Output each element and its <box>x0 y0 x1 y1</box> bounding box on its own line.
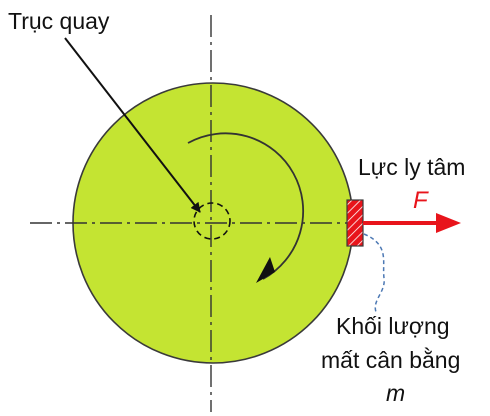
unbalanced-mass-label-line2: mất cân bằng <box>321 347 461 373</box>
rotation-direction-arrow <box>187 132 304 280</box>
rotation-arrowhead <box>256 257 275 283</box>
mass-symbol: m <box>386 380 406 406</box>
shaft-label: Trục quay <box>8 8 110 34</box>
unbalanced-mass-block <box>346 199 364 247</box>
shaft-circle <box>193 202 231 240</box>
shaft-leader-line <box>64 37 201 213</box>
mass-leader-line <box>363 233 385 313</box>
centrifugal-force-arrowhead <box>436 213 461 233</box>
centrifugal-force-label: Lực ly tâm <box>358 154 466 180</box>
force-symbol: F <box>413 187 428 214</box>
unbalanced-mass-label-line1: Khối lượng <box>336 313 450 339</box>
